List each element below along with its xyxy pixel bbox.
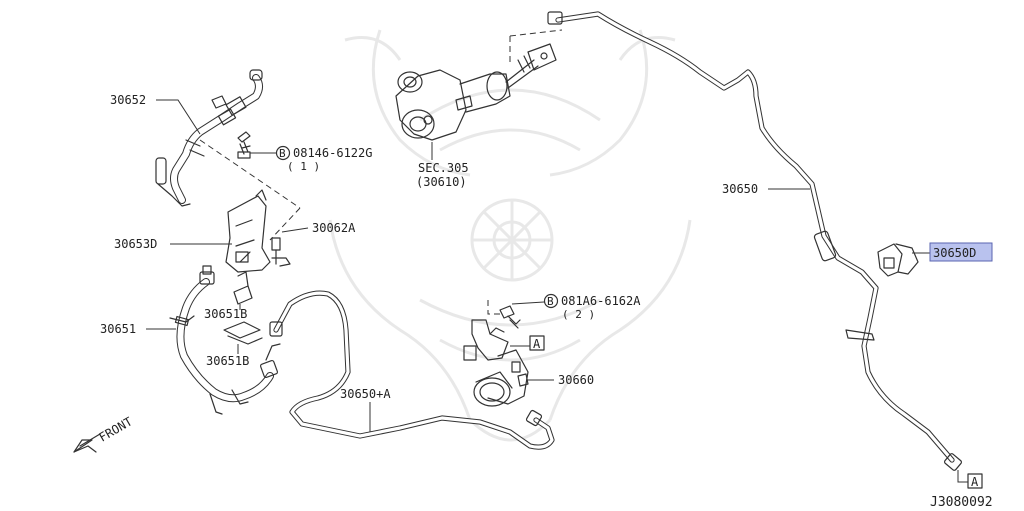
label-08146-6122g: 08146-6122G [293, 146, 372, 160]
label-30650d-highlight[interactable] [929, 242, 993, 262]
clamp-30650d [877, 243, 919, 277]
front-arrow-icon [73, 433, 101, 453]
master-cylinder-sec305 [395, 43, 557, 141]
label-30650a: 30650+A [340, 387, 391, 401]
label-30650d[interactable]: 30650D [933, 246, 976, 260]
bolt1-badge-circle [275, 145, 291, 161]
label-30650: 30650 [722, 182, 758, 196]
bolt1-badge: B [279, 147, 286, 160]
dashed-guide-4 [487, 300, 500, 315]
label-30651: 30651 [100, 322, 136, 336]
dashed-guide-1 [199, 139, 301, 209]
label-bolt2-qty: ( 2 ) [562, 308, 595, 321]
label-ref-a-2: A [971, 475, 979, 489]
bolt2-badge-circle [543, 293, 559, 309]
diagram-id: J3080092 [930, 495, 993, 510]
dashed-guide-3 [509, 29, 563, 62]
bolt2-badge: B [547, 295, 554, 308]
bracket-30653d [225, 189, 271, 273]
hose-30651 [169, 265, 281, 415]
label-ref-a-1: A [533, 337, 541, 351]
clip-30651b-upper [233, 271, 253, 305]
label-front: FRONT [97, 414, 135, 444]
ref-a-box-2 [967, 473, 983, 489]
clutch-tube-30650 [547, 11, 963, 471]
bolt-08146-6122g [237, 131, 251, 159]
ref-a-box-1 [529, 335, 545, 351]
label-sec305-sub: (30610) [416, 175, 467, 189]
dashed-guide-2 [269, 207, 301, 241]
label-bolt1-qty: ( 1 ) [287, 160, 320, 173]
label-30652: 30652 [110, 93, 146, 107]
clutch-tube-30650a [269, 290, 555, 450]
bolt-081a6-6162a [499, 305, 521, 329]
label-30651b-1: 30651B [204, 307, 247, 321]
label-30062a: 30062A [312, 221, 356, 235]
clip-30651b-lower [223, 321, 263, 345]
label-30653d: 30653D [114, 237, 157, 251]
label-081a6-6162a: 081A6-6162A [561, 294, 641, 308]
reservoir-hose-30652 [155, 69, 263, 207]
clip-30062a [271, 237, 291, 267]
operating-cylinder-30660 [463, 319, 529, 407]
label-30651b-2: 30651B [206, 354, 249, 368]
watermark-emblem [328, 29, 692, 442]
label-30660: 30660 [558, 373, 594, 387]
label-sec305: SEC.305 [418, 161, 469, 175]
